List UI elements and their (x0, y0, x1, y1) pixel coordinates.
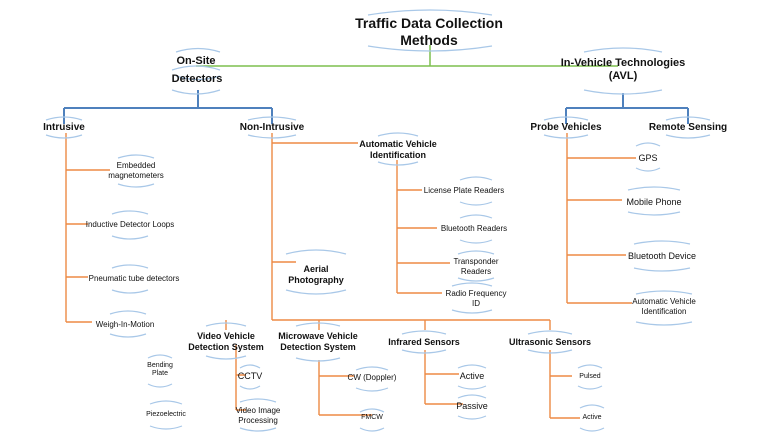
fmcw-node: FMCW (361, 414, 383, 421)
avi-node: Automatic Vehicle Identification (359, 139, 437, 161)
in-vehicle-line2: (AVL) (608, 70, 638, 83)
root-title-line2: Methods (400, 31, 458, 48)
avi-probe-node: Automatic Vehicle Identification (632, 297, 696, 316)
video-line2: Detection System (188, 341, 264, 352)
transponder-line1: Transponder (453, 257, 499, 266)
intrusive-connectors (65, 133, 110, 323)
avi-line2: Identification (370, 149, 426, 160)
infrared-active-node: Active (459, 371, 485, 381)
bubble-arcs (45, 9, 711, 432)
root-title: Traffic Data Collection Methods (355, 15, 503, 49)
radio-frequency-id-node: Radio Frequency ID (446, 289, 507, 308)
rfid-line1: Radio Frequency (445, 289, 507, 298)
piezoelectric-node: Piezoelectric (146, 411, 186, 418)
transponder-readers-node: Transponder Readers (453, 257, 498, 276)
video-image-processing-node: Video Image Processing (236, 406, 281, 425)
intrusive-node: Intrusive (43, 122, 85, 133)
avi-line1: Automatic Vehicle (359, 139, 437, 149)
non-intrusive-connectors (225, 133, 580, 419)
pneumatic-tube-node: Pneumatic tube detectors (88, 274, 180, 283)
ultrasonic-pulsed-node: Pulsed (579, 373, 601, 380)
embedded-magnetometers-node: Embedded magnetometers (108, 161, 164, 180)
remote-sensing-node: Remote Sensing (648, 122, 728, 133)
inductive-loops-node: Inductive Detector Loops (85, 220, 175, 229)
detectors-node: Detectors (171, 73, 223, 85)
transponder-line2: Readers (460, 266, 492, 276)
in-vehicle-connectors (565, 93, 689, 124)
embedded-line1: Embedded (116, 161, 156, 170)
ultrasonic-sensors-node: Ultrasonic Sensors (508, 337, 592, 347)
aerial-line2: Photography (288, 274, 344, 285)
detectors-connectors (63, 90, 273, 124)
bending-line1: Bending (147, 362, 173, 369)
probe-vehicles-node: Probe Vehicles (530, 122, 602, 133)
microwave-line1: Microwave Vehicle (278, 331, 358, 341)
infrared-sensors-node: Infrared Sensors (388, 337, 460, 347)
infrared-passive-node: Passive (456, 401, 488, 411)
video-detection-node: Video Vehicle Detection System (188, 331, 264, 353)
avi2-line2: Identification (641, 306, 687, 316)
video-line1: Video Vehicle (197, 331, 255, 341)
license-plate-readers-node: License Plate Readers (423, 186, 505, 195)
bluetooth-readers-node: Bluetooth Readers (440, 224, 508, 233)
ultrasonic-active-node: Active (582, 414, 602, 421)
probe-connectors (566, 133, 636, 304)
bending-plate-node: Bending Plate (147, 362, 173, 379)
aerial-photography-node: Aerial Photography (288, 264, 344, 286)
bending-line2: Plate (152, 370, 168, 378)
gps-node: GPS (638, 153, 658, 163)
cctv-node: CCTV (237, 371, 263, 381)
non-intrusive-node: Non-Intrusive (239, 122, 305, 133)
root-connectors (196, 45, 618, 67)
weigh-in-motion-node: Weigh-In-Motion (95, 320, 155, 329)
aerial-line1: Aerial (303, 264, 329, 274)
root-title-line1: Traffic Data Collection (355, 15, 503, 31)
embedded-line2: magnetometers (108, 170, 164, 180)
avi2-line1: Automatic Vehicle (632, 297, 696, 306)
rfid-line2: ID (471, 298, 480, 308)
bluetooth-device-node: Bluetooth Device (627, 251, 697, 261)
cw-doppler-node: CW (Doppler) (347, 373, 397, 382)
vip-line1: Video Image (235, 406, 281, 415)
on-site-node: On-Site (176, 55, 216, 67)
mobile-phone-node: Mobile Phone (626, 197, 682, 207)
vip-line2: Processing (238, 415, 278, 425)
microwave-detection-node: Microwave Vehicle Detection System (278, 331, 358, 353)
microwave-line2: Detection System (280, 341, 356, 352)
in-vehicle-node: In-Vehicle Technologies (AVL) (561, 57, 686, 83)
in-vehicle-line1: In-Vehicle Technologies (560, 57, 686, 69)
avi-connectors (396, 160, 450, 294)
